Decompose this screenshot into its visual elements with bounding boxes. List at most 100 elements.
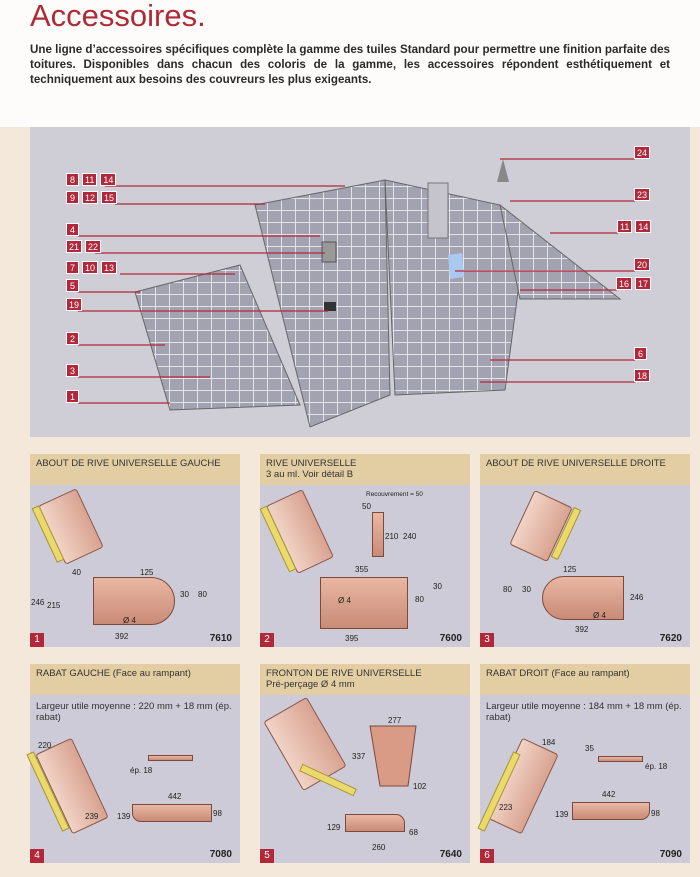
reference-badge: 11 [617, 220, 633, 233]
profile-drawing [542, 576, 624, 620]
reference-badge: 6 [634, 347, 647, 360]
reference-badge: 17 [635, 277, 652, 290]
middle-roof [254, 179, 391, 428]
dimension: 80 [198, 590, 207, 599]
product-card-rabat-gauche: RABAT GAUCHE (Face au rampant) Largeur u… [26, 664, 240, 863]
dimension: 442 [602, 790, 616, 799]
dimension: 215 [47, 601, 61, 610]
dimension: 50 [362, 502, 371, 511]
dimension: 98 [213, 809, 222, 818]
header-area [0, 0, 700, 127]
dimension: 139 [117, 812, 131, 821]
section-drawing [148, 755, 193, 761]
card-number-badge: 1 [30, 633, 44, 647]
dimension: 355 [355, 565, 369, 574]
product-code: 7640 [439, 849, 462, 860]
dimension: Ø 4 [338, 596, 351, 605]
finial [497, 159, 509, 182]
page-title: Accessoires. [30, 0, 206, 33]
card-number-badge: 3 [480, 633, 494, 647]
card-title-line: RIVE UNIVERSELLE [266, 458, 357, 469]
card-number-badge: 5 [260, 849, 274, 863]
reference-badge: 15 [101, 191, 118, 204]
card-number-badge: 2 [260, 633, 274, 647]
vent [321, 241, 337, 263]
dimension: 277 [388, 716, 402, 725]
reference-badge: 1 [66, 390, 79, 403]
reference-badge: 11 [82, 173, 98, 186]
reference-badge: 19 [66, 298, 83, 311]
reference-badge: 22 [85, 240, 102, 253]
dimension: 139 [555, 810, 569, 819]
product-code: 7090 [659, 849, 682, 860]
card-number-badge: 4 [30, 849, 44, 863]
product-code: 7600 [439, 633, 462, 644]
reference-badge: 21 [66, 240, 83, 253]
dimension: 125 [140, 568, 154, 577]
reference-badge: 8 [66, 173, 79, 186]
dimension: 30 [180, 590, 189, 599]
dimension: 223 [499, 803, 513, 812]
dimension: 184 [542, 738, 556, 747]
dimension: 35 [585, 744, 594, 753]
roof-label-19: 19 [66, 298, 83, 311]
product-code: 7620 [659, 633, 682, 644]
card-title-line: 3 au ml. Voir détail B [266, 469, 354, 480]
card-title-line: FRONTON DE RIVE UNIVERSELLE [266, 668, 422, 679]
card-title: ABOUT DE RIVE UNIVERSELLE GAUCHE [30, 454, 240, 485]
dimension: 30 [522, 585, 531, 594]
tile-illustration [263, 696, 347, 792]
intro-paragraph: Une ligne d’accessoires spécifiques comp… [30, 43, 670, 86]
roof-label-1: 1 [66, 390, 79, 403]
card-title: RABAT GAUCHE (Face au rampant) [30, 664, 240, 695]
dimension: 392 [575, 625, 589, 634]
dimension: 210 [385, 532, 399, 541]
dimension: 80 [415, 595, 424, 604]
dimension: ép. 18 [130, 766, 153, 775]
dimension: 30 [433, 582, 442, 591]
section-drawing [598, 756, 643, 762]
roof-label-23: 23 [634, 188, 651, 201]
dimension: 395 [345, 634, 359, 643]
dimension: Ø 4 [593, 611, 606, 620]
reference-badge: 10 [82, 261, 99, 274]
card-note: Largeur utile moyenne : 220 mm + 18 mm (… [36, 701, 232, 723]
dimension: 392 [115, 632, 129, 641]
dimension: 246 [31, 598, 45, 607]
tile-illustration [509, 489, 573, 563]
callout-lines [78, 158, 635, 404]
roof-label-5: 5 [66, 279, 79, 292]
reference-badge: 18 [634, 369, 651, 382]
reference-badge: 2 [66, 332, 79, 345]
roof-label-3: 3 [66, 364, 79, 377]
dimension: Ø 4 [123, 616, 136, 625]
right-roof [384, 179, 521, 396]
reference-badge: 24 [634, 146, 651, 159]
product-card-about-rive-gauche: ABOUT DE RIVE UNIVERSELLE GAUCHE 40 125 … [30, 454, 240, 647]
reference-badge: 14 [100, 173, 117, 186]
dimension: 220 [38, 741, 52, 750]
reference-badge: 9 [66, 191, 79, 204]
dimension: 260 [372, 843, 386, 852]
dimension: 40 [72, 568, 81, 577]
profile-drawing [320, 577, 408, 629]
reference-badge: 4 [66, 223, 79, 236]
reference-badge: 5 [66, 279, 79, 292]
dimension: 125 [563, 565, 577, 574]
roof-label-24: 24 [634, 146, 651, 159]
dimension: ép. 18 [645, 762, 668, 771]
dimension: 68 [409, 828, 418, 837]
chimney [427, 182, 449, 239]
roof-label-6: 6 [634, 347, 647, 360]
product-card-about-rive-droite: ABOUT DE RIVE UNIVERSELLE DROITE 125 80 … [480, 454, 690, 647]
dimension: Recouvrement = 50 [366, 491, 423, 498]
product-card-rabat-droit: RABAT DROIT (Face au rampant) Largeur ut… [477, 664, 690, 863]
section-drawing [372, 512, 384, 557]
roof-illustration [78, 158, 635, 428]
reference-badge: 3 [66, 364, 79, 377]
